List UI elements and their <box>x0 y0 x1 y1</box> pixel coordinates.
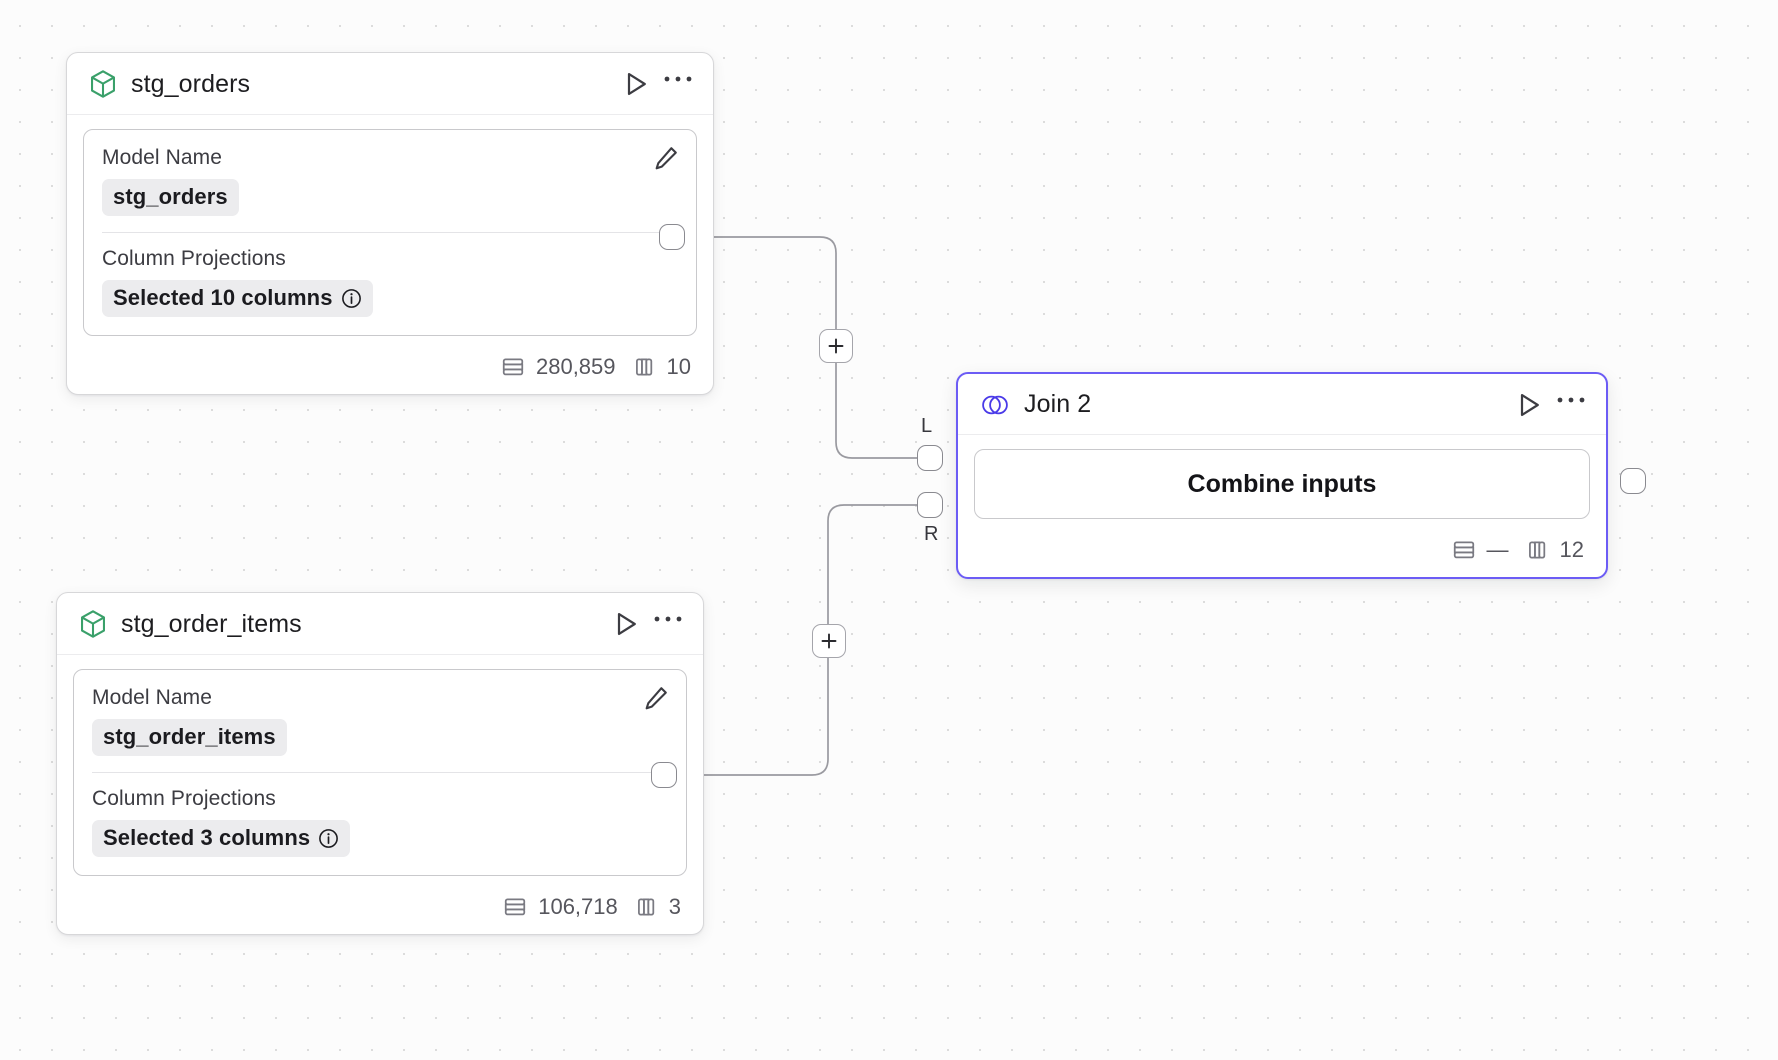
columns-icon <box>632 355 656 379</box>
column-projections-value[interactable]: Selected 3 columns <box>92 820 351 857</box>
panel-divider <box>92 772 668 773</box>
node-body: Model Name stg_orders Column Projections… <box>67 115 713 344</box>
cube-icon <box>89 69 117 99</box>
model-config-panel[interactable]: Model Name stg_order_items Column Projec… <box>73 669 687 876</box>
input-port-left[interactable] <box>917 445 943 471</box>
column-projections-label: Column Projections <box>92 787 276 810</box>
node-body: Combine inputs <box>958 435 1606 527</box>
node-header: stg_orders <box>67 53 713 115</box>
node-body: Model Name stg_order_items Column Projec… <box>57 655 703 884</box>
row-count-stat: 106,718 <box>503 894 618 920</box>
more-options-icon[interactable] <box>663 75 693 93</box>
model-config-panel[interactable]: Model Name stg_orders Column Projections… <box>83 129 697 336</box>
node-title: Join 2 <box>1024 390 1092 418</box>
node-footer: 106,718 3 <box>57 884 703 934</box>
info-icon[interactable] <box>318 828 339 849</box>
combine-inputs-box[interactable]: Combine inputs <box>974 449 1590 519</box>
column-count-value: 3 <box>668 894 681 919</box>
columns-icon <box>634 895 658 919</box>
more-options-icon[interactable] <box>653 615 683 633</box>
plus-icon <box>828 338 844 354</box>
input-port-label-right: R <box>924 523 939 545</box>
output-port-join-2[interactable] <box>1620 468 1646 494</box>
plus-icon <box>821 633 837 649</box>
node-stg-order-items[interactable]: stg_order_items <box>56 592 704 935</box>
output-port-stg-order-items[interactable] <box>651 762 677 788</box>
column-projections-value[interactable]: Selected 10 columns <box>102 280 373 317</box>
play-icon[interactable] <box>613 610 639 638</box>
rows-icon <box>503 895 527 919</box>
row-count-stat: — <box>1452 537 1509 563</box>
output-port-stg-orders[interactable] <box>659 224 685 250</box>
row-count-value: 280,859 <box>535 354 616 379</box>
rows-icon <box>1452 538 1476 562</box>
model-name-label: Model Name <box>92 686 213 709</box>
column-count-stat: 10 <box>632 354 691 380</box>
column-count-stat: 12 <box>1525 537 1584 563</box>
add-node-button-bottom[interactable] <box>812 624 846 658</box>
model-name-value[interactable]: stg_orders <box>102 179 239 216</box>
node-footer: — 12 <box>958 527 1606 577</box>
column-count-stat: 3 <box>634 894 681 920</box>
more-options-icon[interactable] <box>1556 396 1586 414</box>
join-venn-icon <box>980 394 1010 416</box>
cube-icon <box>79 609 107 639</box>
pencil-icon[interactable] <box>642 684 670 717</box>
node-header: stg_order_items <box>57 593 703 655</box>
columns-icon <box>1525 538 1549 562</box>
node-footer: 280,859 10 <box>67 344 713 394</box>
column-projections-text: Selected 10 columns <box>113 285 333 310</box>
node-stg-orders[interactable]: stg_orders Mo <box>66 52 714 395</box>
model-name-label: Model Name <box>102 146 223 169</box>
input-port-right[interactable] <box>917 492 943 518</box>
row-count-value: — <box>1486 537 1509 562</box>
pencil-icon[interactable] <box>652 144 680 177</box>
column-projections-text: Selected 3 columns <box>103 825 311 850</box>
play-icon[interactable] <box>1516 391 1542 419</box>
node-join-2[interactable]: Join 2 Combine inputs <box>956 372 1608 579</box>
column-count-value: 12 <box>1559 537 1584 562</box>
panel-divider <box>102 232 678 233</box>
column-projections-label: Column Projections <box>102 247 286 270</box>
row-count-stat: 280,859 <box>501 354 616 380</box>
add-node-button-top[interactable] <box>819 329 853 363</box>
input-port-label-left: L <box>921 415 933 437</box>
play-icon[interactable] <box>623 70 649 98</box>
column-count-value: 10 <box>666 354 691 379</box>
model-name-value[interactable]: stg_order_items <box>92 719 287 756</box>
node-header: Join 2 <box>958 374 1606 435</box>
info-icon[interactable] <box>341 288 362 309</box>
row-count-value: 106,718 <box>538 894 618 919</box>
node-title: stg_order_items <box>121 609 302 638</box>
rows-icon <box>501 355 525 379</box>
node-title: stg_orders <box>131 69 251 98</box>
